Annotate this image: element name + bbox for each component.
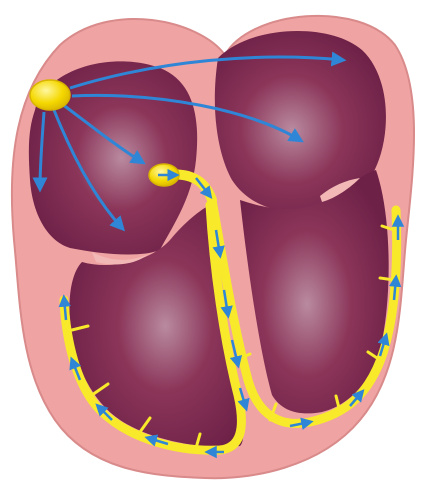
- purkinje-fiber: [380, 278, 394, 280]
- sinoatrial-node: [30, 80, 70, 110]
